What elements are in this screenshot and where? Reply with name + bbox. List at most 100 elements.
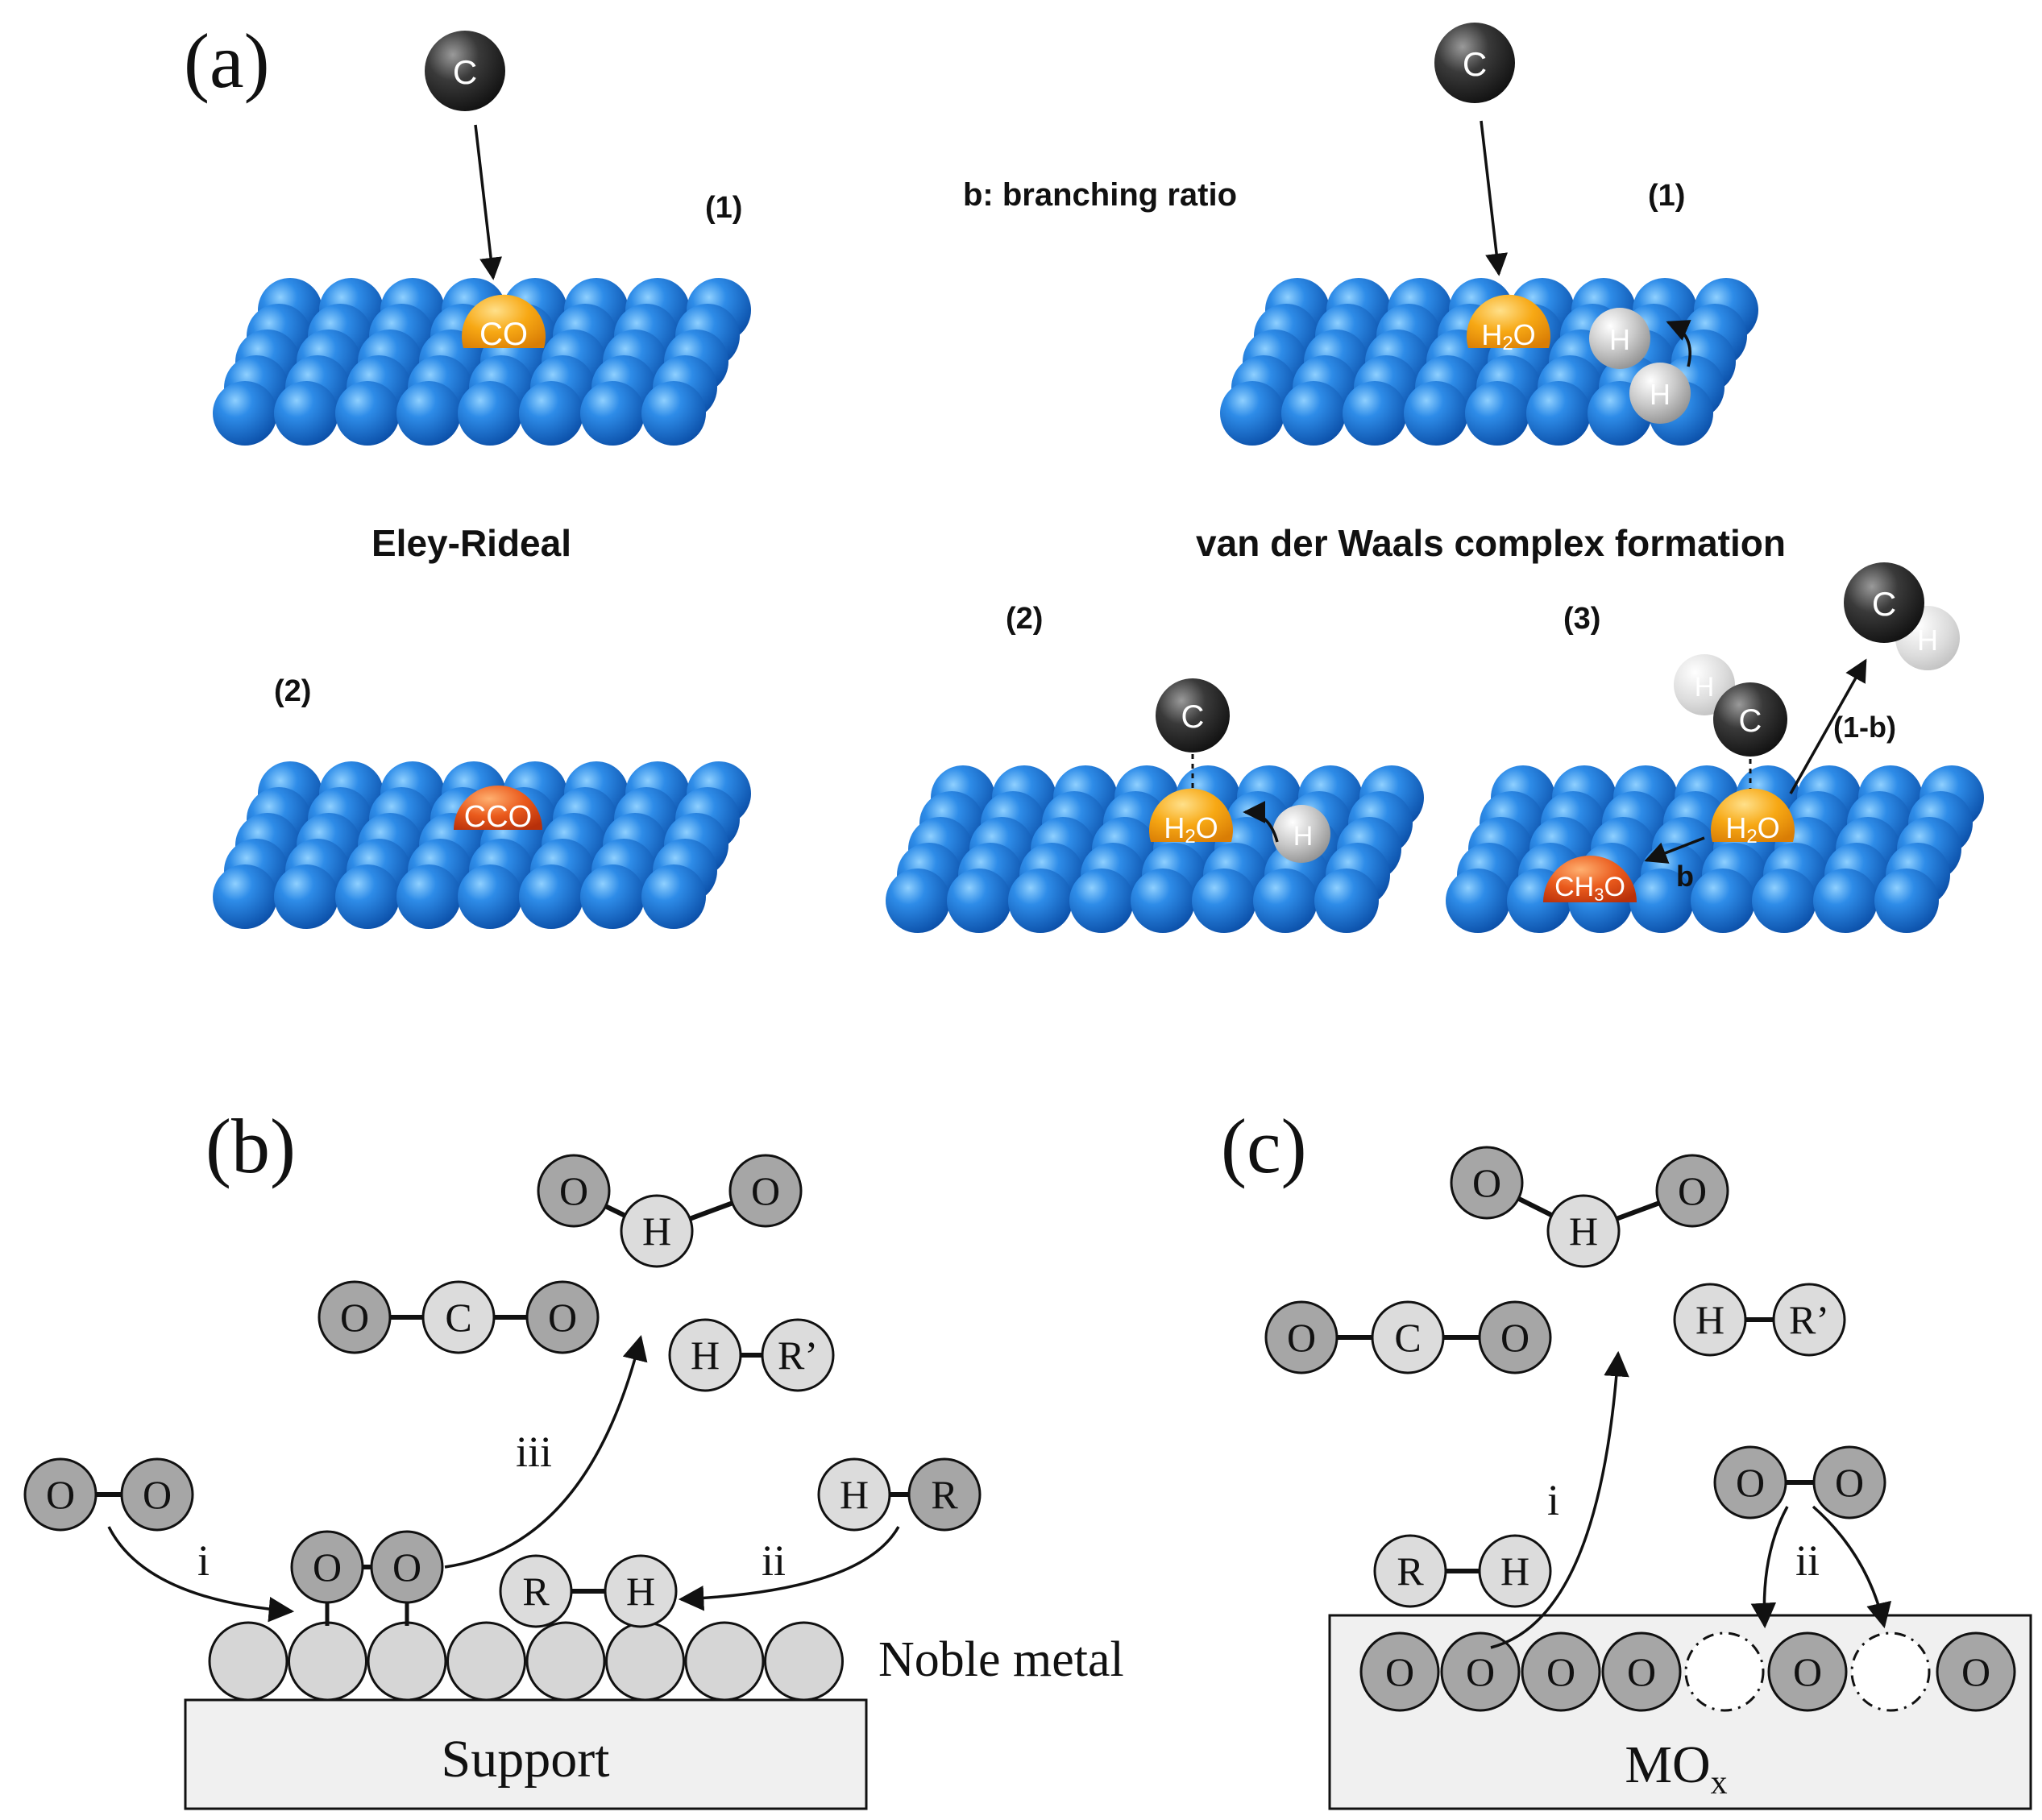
surface-atom bbox=[1220, 381, 1285, 446]
svg-text:H: H bbox=[691, 1333, 720, 1378]
surface-atom bbox=[1446, 869, 1510, 933]
svg-text:O: O bbox=[1835, 1460, 1864, 1505]
svg-text:H: H bbox=[642, 1208, 671, 1254]
b-o2-gas-molecule: O O bbox=[23, 1457, 194, 1532]
vdw-step1-label: (1) bbox=[1648, 179, 1685, 213]
surface-atom bbox=[1069, 869, 1134, 933]
svg-text:O: O bbox=[46, 1472, 75, 1517]
surface-vdw-2 bbox=[886, 765, 1424, 933]
c-step-ii-arrow-left bbox=[1750, 1506, 1789, 1629]
svg-text:H: H bbox=[1609, 323, 1630, 356]
surface-atom bbox=[1192, 869, 1256, 933]
c-mox-label: MOx bbox=[1625, 1735, 1727, 1801]
er-incoming-arrow bbox=[474, 124, 503, 280]
vdw3-branch-b-arrow bbox=[1644, 836, 1705, 864]
svg-text:H: H bbox=[1500, 1548, 1529, 1594]
b-adsorbed-o-pair: O O bbox=[290, 1530, 444, 1626]
svg-text:C: C bbox=[1394, 1315, 1421, 1360]
panel-c: (c) O H O O C O H R’ bbox=[1221, 1103, 2032, 1810]
lattice-oxygen-label: O bbox=[1793, 1649, 1822, 1694]
vdw-incoming-carbon: C bbox=[1434, 23, 1515, 103]
svg-text:C: C bbox=[453, 53, 477, 91]
panel-c-label: (c) bbox=[1221, 1103, 1307, 1189]
b-step-iii-label: iii bbox=[516, 1428, 552, 1476]
surface-atom bbox=[1752, 869, 1816, 933]
c-step-ii-arrow-right bbox=[1812, 1505, 1892, 1629]
noble-metal-atom bbox=[525, 1621, 606, 1702]
surface-atom bbox=[213, 381, 277, 446]
c-hr-prime-molecule: H R’ bbox=[1673, 1283, 1846, 1357]
panel-b-label: (b) bbox=[205, 1103, 296, 1189]
vdw-incoming-arrow bbox=[1480, 120, 1509, 276]
noble-metal-atom bbox=[446, 1621, 526, 1702]
b-adsorbed-rh: R H bbox=[499, 1554, 678, 1628]
svg-text:O: O bbox=[1736, 1460, 1765, 1505]
surface-atom bbox=[1813, 869, 1878, 933]
svg-text:C: C bbox=[1739, 703, 1762, 739]
svg-text:O: O bbox=[1500, 1315, 1529, 1360]
vdw1-hydrogen-lower: H bbox=[1629, 363, 1691, 424]
c-step-ii-label: ii bbox=[1795, 1536, 1820, 1585]
svg-text:R’: R’ bbox=[778, 1333, 818, 1378]
noble-metal-atom bbox=[208, 1621, 288, 1702]
svg-text:O: O bbox=[143, 1472, 172, 1517]
vdw-step3-label: (3) bbox=[1563, 602, 1600, 636]
svg-text:H: H bbox=[840, 1472, 869, 1517]
panel-a-label: (a) bbox=[184, 18, 270, 104]
svg-text:H: H bbox=[1917, 624, 1938, 657]
vdw3-carbon: C bbox=[1713, 682, 1787, 757]
surface-atom bbox=[641, 381, 706, 446]
surface-atom bbox=[396, 381, 461, 446]
surface-atom bbox=[274, 864, 338, 929]
surface-atom bbox=[1314, 869, 1379, 933]
surface-vdw-3 bbox=[1446, 765, 1984, 933]
b-step-iii-arrow bbox=[444, 1334, 648, 1569]
surface-atom bbox=[1526, 381, 1591, 446]
b-step-ii-arrow bbox=[678, 1526, 900, 1611]
b-support-label: Support bbox=[441, 1730, 609, 1789]
svg-text:O: O bbox=[392, 1544, 421, 1590]
vdw2-carbon: C bbox=[1156, 678, 1230, 752]
svg-text:H: H bbox=[626, 1569, 655, 1614]
svg-text:H: H bbox=[1695, 1297, 1724, 1342]
surface-atom bbox=[947, 869, 1011, 933]
vdw3-branch-b-label: b bbox=[1676, 860, 1694, 893]
c-step-i-label: i bbox=[1547, 1476, 1559, 1524]
svg-text:CO: CO bbox=[479, 317, 528, 352]
lattice-oxygen-atom bbox=[1936, 1631, 2016, 1712]
surface-atom bbox=[1253, 869, 1318, 933]
surface-atom bbox=[580, 381, 645, 446]
surface-atom bbox=[1691, 869, 1755, 933]
svg-text:CCO: CCO bbox=[464, 800, 532, 834]
b-step-i-label: i bbox=[197, 1536, 210, 1585]
c-co2-molecule: O C O bbox=[1264, 1300, 1552, 1374]
lattice-oxygen-atom bbox=[1359, 1631, 1440, 1712]
c-o2-gas-molecule: O O bbox=[1713, 1445, 1886, 1519]
svg-text:H2O: H2O bbox=[1481, 318, 1535, 354]
svg-text:O: O bbox=[548, 1295, 577, 1340]
svg-text:C: C bbox=[1463, 45, 1487, 83]
lattice-oxygen-atom bbox=[1440, 1631, 1521, 1712]
surface-atom bbox=[274, 381, 338, 446]
b-hr-prime-molecule: H R’ bbox=[668, 1318, 835, 1392]
surface-atom bbox=[1281, 381, 1346, 446]
surface-atom bbox=[580, 864, 645, 929]
vdw3-product-carbon: C bbox=[1844, 562, 1924, 643]
noble-metal-atom bbox=[605, 1621, 685, 1702]
svg-text:R: R bbox=[931, 1472, 958, 1517]
vdw2-hop-arrow bbox=[1243, 801, 1279, 843]
surface-atom bbox=[1465, 381, 1529, 446]
b-noble-metal-atoms bbox=[208, 1621, 844, 1702]
er-incoming-carbon: C bbox=[425, 31, 505, 111]
b-ho2-molecule: O H O bbox=[537, 1154, 803, 1268]
noble-metal-atom bbox=[764, 1621, 844, 1702]
lattice-oxygen-atom bbox=[1521, 1631, 1601, 1712]
surface-atom bbox=[519, 381, 583, 446]
c-step-i-arrow bbox=[1490, 1350, 1629, 1649]
surface-atom bbox=[458, 864, 522, 929]
svg-text:O: O bbox=[1472, 1160, 1501, 1205]
er-step1-label: (1) bbox=[705, 191, 742, 225]
svg-text:O: O bbox=[559, 1168, 588, 1213]
